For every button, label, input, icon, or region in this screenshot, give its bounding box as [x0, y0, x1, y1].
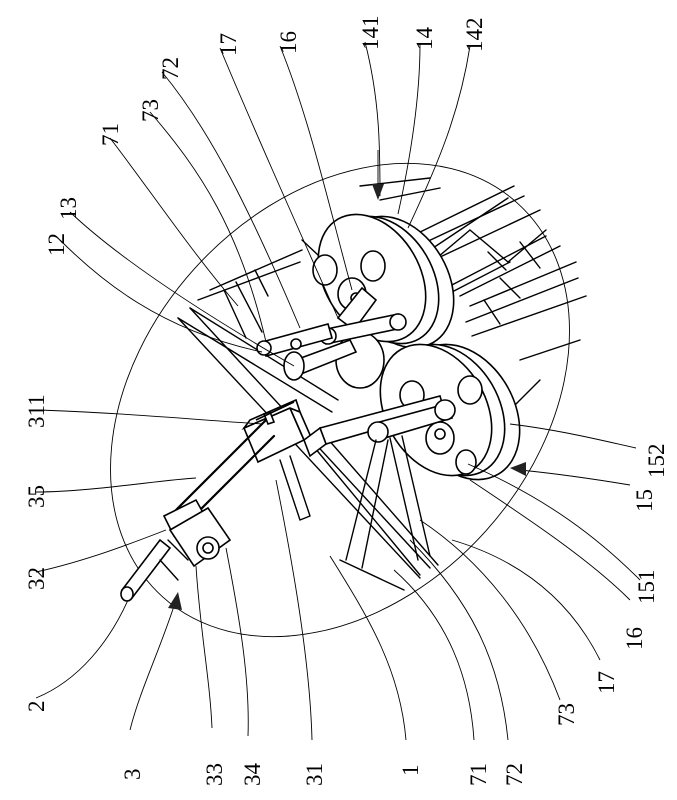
label-16-bot: 16: [622, 627, 647, 650]
label-71-top: 71: [98, 123, 123, 146]
label-71-bot: 71: [466, 763, 491, 786]
label-1: 1: [398, 765, 423, 777]
rod-assembly: [120, 398, 327, 602]
label-17-bot: 17: [594, 671, 619, 694]
label-72-top: 72: [158, 57, 183, 80]
label-73-top: 73: [138, 99, 163, 122]
label-16-top: 16: [276, 31, 301, 54]
label-35: 35: [24, 485, 49, 508]
label-2: 2: [24, 701, 49, 713]
label-152: 152: [644, 444, 669, 479]
label-151: 151: [634, 570, 659, 605]
label-72-bot: 72: [502, 763, 527, 786]
label-311: 311: [24, 394, 49, 428]
label-33: 33: [202, 763, 227, 786]
label-141: 141: [358, 16, 383, 51]
detail-ellipse: [110, 162, 570, 638]
label-32: 32: [24, 567, 49, 590]
label-12: 12: [44, 233, 69, 256]
lower-linkage: [318, 395, 456, 569]
label-13: 13: [56, 197, 81, 220]
label-14: 14: [412, 27, 437, 51]
label-17-top: 17: [216, 33, 241, 56]
label-34: 34: [240, 763, 265, 787]
label-15: 15: [632, 489, 657, 512]
label-73-bot: 73: [554, 703, 579, 726]
reference-labels: 2 32 35 311 12 13 71 73 72 17 16 141 14 …: [24, 16, 669, 787]
label-3: 3: [120, 769, 145, 781]
label-142: 142: [462, 18, 487, 53]
upper-linkage: [256, 286, 407, 381]
leader-lines: [35, 41, 641, 741]
label-31: 31: [302, 763, 327, 786]
